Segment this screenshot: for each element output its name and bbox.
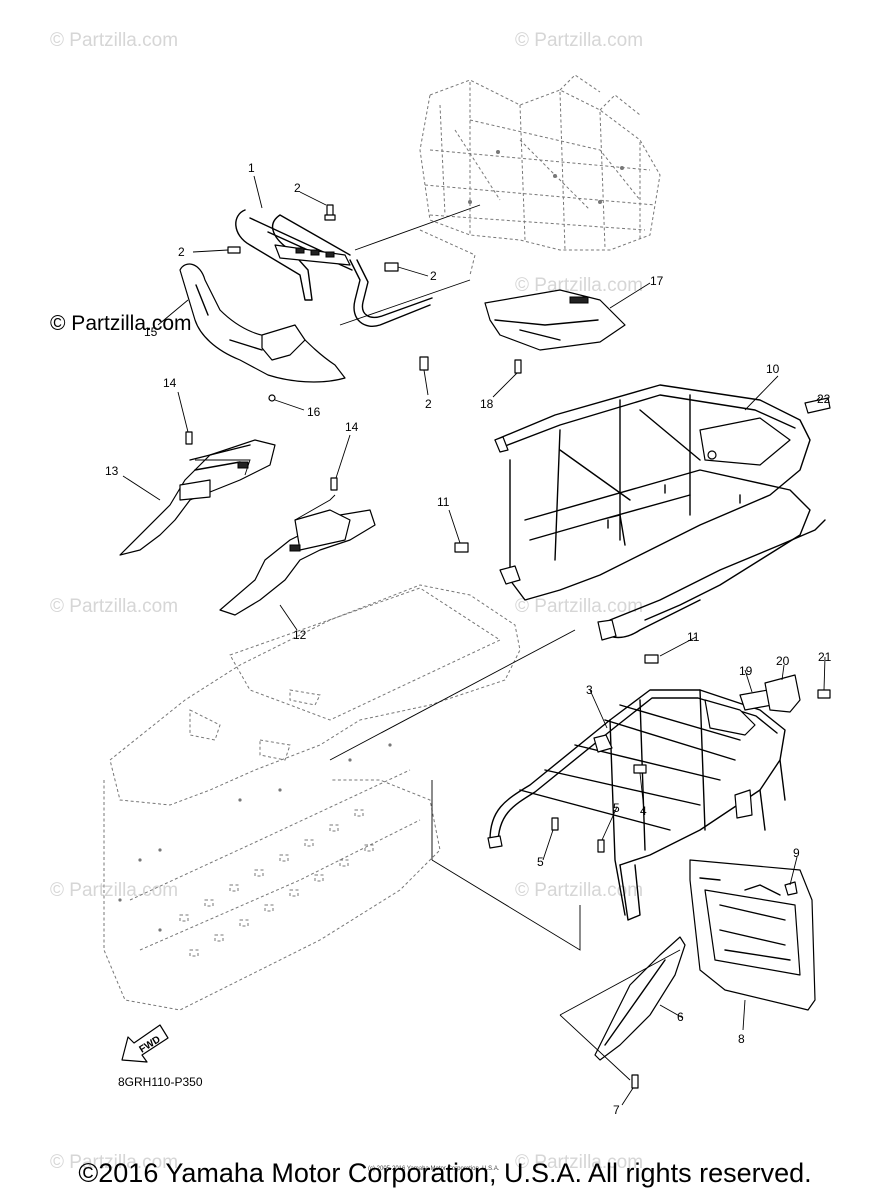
- callout-5: 5: [537, 855, 544, 869]
- assembly-lines: [195, 204, 681, 1081]
- callout-16: 16: [307, 405, 321, 419]
- callout-22: 22: [817, 392, 831, 406]
- callout-14: 14: [345, 420, 359, 434]
- watermark: © Partzilla.com: [515, 1152, 643, 1173]
- callout-11: 11: [437, 495, 450, 509]
- callout-5: 5: [613, 801, 620, 815]
- callout-4: 4: [640, 804, 647, 818]
- callout-20: 20: [776, 654, 790, 668]
- rivet-icon: [514, 359, 522, 374]
- callout-21: 21: [818, 650, 832, 664]
- ghost-studs: [179, 809, 374, 957]
- callout-19: 19: [739, 664, 753, 678]
- callout-1: 1: [248, 161, 255, 175]
- clip-icon: [551, 817, 559, 831]
- watermark: © Partzilla.com: [515, 880, 643, 901]
- callout-11: 11: [687, 630, 700, 644]
- callout-2: 2: [294, 181, 301, 195]
- clip-icon: [631, 1074, 639, 1089]
- callout-2: 2: [430, 269, 437, 283]
- watermark: © Partzilla.com: [50, 1152, 178, 1173]
- copyright-notice: ©2016 Yamaha Motor Corporation, U.S.A. A…: [78, 1158, 812, 1188]
- callout-leaders: [122, 175, 826, 1106]
- callout-2: 2: [178, 245, 185, 259]
- watermark: © Partzilla.com: [50, 880, 178, 901]
- bolt-icon: [227, 246, 241, 254]
- small-copyright: (c) 2005-2016 Yamaha Motor Corporation, …: [368, 1166, 500, 1172]
- callout-14: 14: [163, 376, 177, 390]
- callout-13: 13: [105, 464, 119, 478]
- callout-17: 17: [650, 274, 664, 288]
- part-22-label: [804, 397, 831, 414]
- callout-12: 12: [293, 628, 307, 642]
- part-15-skid-cover: [179, 263, 346, 402]
- bolt-icon: [454, 542, 469, 553]
- bolt-icon: [324, 204, 336, 221]
- bolt-icon: [384, 262, 399, 272]
- callout-18: 18: [480, 397, 494, 411]
- bolt-icon: [185, 431, 193, 445]
- callout-8: 8: [738, 1032, 745, 1046]
- watermark-main: © Partzilla.com: [50, 312, 192, 335]
- bolt-icon: [419, 356, 429, 371]
- watermark: © Partzilla.com: [515, 596, 643, 617]
- callout-10: 10: [766, 362, 780, 376]
- callout-15: 15: [144, 325, 158, 339]
- part-11-bolts: [454, 542, 659, 664]
- part-8-mud-flap: [689, 859, 816, 1011]
- ghost-body-lower: [103, 584, 521, 1011]
- fwd-arrow-icon: FWD: [121, 1024, 169, 1063]
- part-12-side-guard: [219, 477, 376, 616]
- bolt-icon: [330, 477, 338, 491]
- watermark: © Partzilla.com: [50, 30, 178, 51]
- bolt-icon: [633, 764, 647, 774]
- clip-icon: [784, 881, 798, 896]
- watermark: © Partzilla.com: [515, 30, 643, 51]
- watermark: © Partzilla.com: [515, 275, 643, 296]
- bolt-icon: [644, 654, 659, 664]
- bolt-icon: [817, 689, 831, 699]
- callout-3: 3: [586, 683, 593, 697]
- diagram-code: 8GRH110-P350: [118, 1075, 203, 1089]
- part-17-bracket-plate: [484, 289, 626, 374]
- callouts: 1 2 2 2 2 15 16 17 18 10 22 14 13 14 11 …: [105, 161, 832, 1117]
- part-1-front-guard: [235, 209, 433, 327]
- clip-icon: [597, 839, 605, 853]
- callout-6: 6: [677, 1010, 684, 1024]
- part-3-rear-rack: [487, 689, 786, 921]
- part-6-side-shield: [594, 936, 686, 1089]
- watermarks: © Partzilla.com © Partzilla.com © Partzi…: [50, 30, 643, 1173]
- callout-2: 2: [425, 397, 432, 411]
- part-2-bolts: [227, 204, 429, 371]
- watermark: © Partzilla.com: [50, 596, 178, 617]
- callout-9: 9: [793, 846, 800, 860]
- ghost-frame-top: [419, 74, 661, 276]
- part-10-rear-frame: [494, 384, 826, 641]
- callout-7: 7: [613, 1103, 620, 1117]
- part-13-side-guard: [119, 431, 276, 556]
- part-20-bracket: [764, 674, 801, 713]
